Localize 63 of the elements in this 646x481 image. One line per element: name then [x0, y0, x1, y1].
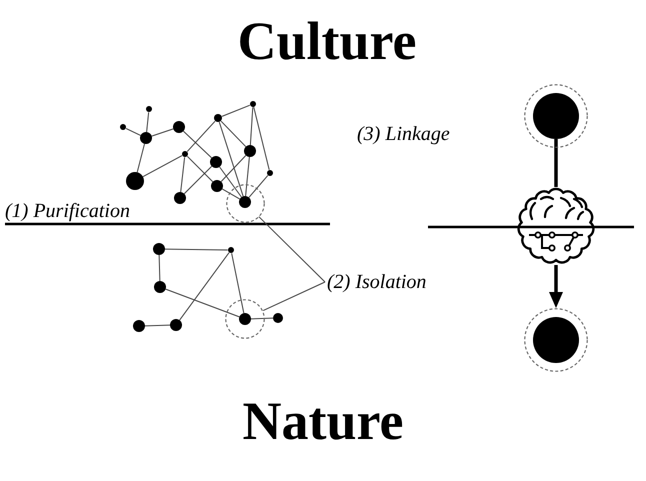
network-link: [248, 174, 268, 198]
network-link: [218, 122, 244, 197]
highlight-ring: [524, 308, 588, 372]
network-link: [142, 155, 183, 178]
highlight-ring: [524, 84, 588, 148]
section-heading: Nature: [242, 394, 404, 448]
circle-node: [533, 93, 579, 139]
network-node: [266, 170, 274, 176]
network-link: [220, 154, 246, 182]
brain-icon: [516, 187, 596, 265]
network-node: [173, 121, 185, 133]
network-link: [231, 252, 244, 314]
network-node: [153, 243, 165, 255]
highlight-ring: [226, 184, 264, 222]
network-link: [165, 288, 240, 318]
network-link: [151, 128, 174, 137]
network-node: [126, 172, 144, 190]
network-node: [244, 145, 256, 157]
network-link: [222, 188, 240, 200]
network-node: [239, 196, 251, 208]
leader-line: [258, 216, 326, 282]
network-link: [164, 248, 228, 250]
network-link: [180, 156, 186, 193]
network-link: [158, 254, 160, 282]
network-link: [186, 120, 216, 152]
network-link: [136, 143, 146, 173]
network-node: [250, 100, 256, 108]
network-node: [182, 150, 188, 158]
network-node: [214, 114, 222, 122]
network-link: [184, 166, 212, 194]
circle-node: [533, 317, 579, 363]
section-heading: Culture: [238, 14, 416, 68]
network-node: [133, 320, 145, 332]
network-link: [220, 120, 246, 148]
network-node: [228, 246, 234, 254]
network-node: [174, 192, 186, 204]
network-link: [125, 128, 142, 136]
network-link: [250, 318, 274, 320]
stage-label: (3) Linkage: [357, 122, 450, 146]
network-link: [179, 252, 230, 321]
network-node: [210, 156, 222, 168]
arrow: [549, 265, 563, 308]
network-node: [211, 180, 223, 192]
network-node: [170, 319, 182, 331]
network-link: [245, 156, 250, 197]
network-node: [140, 132, 152, 144]
network-link: [221, 104, 250, 117]
network-link: [186, 156, 214, 182]
network-link: [144, 324, 170, 326]
network-link: [250, 106, 254, 146]
network-node: [239, 313, 251, 325]
network-node: [273, 313, 283, 323]
highlight-ring: [225, 299, 265, 339]
stage-label: (2) Isolation: [327, 270, 426, 294]
leader-line: [262, 282, 326, 312]
network-link: [146, 112, 150, 133]
network-node: [154, 281, 166, 293]
network-link: [182, 130, 212, 158]
connector-line: [554, 139, 558, 187]
network-node: [146, 106, 152, 112]
network-link: [219, 166, 242, 198]
network-node: [120, 124, 126, 130]
stage-label: (1) Purification: [5, 199, 130, 223]
